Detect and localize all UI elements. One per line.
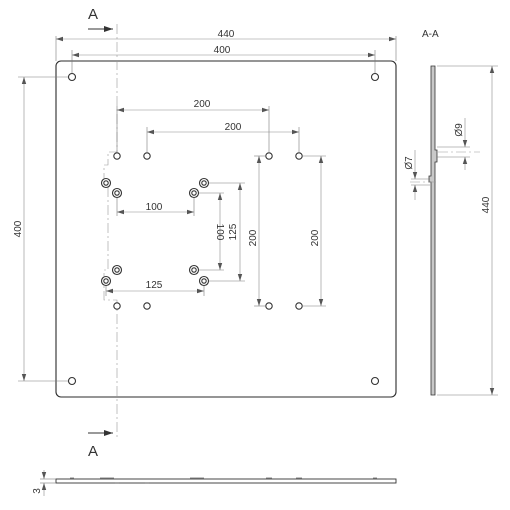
hole-200-h	[295, 302, 303, 310]
hole-100-top-right	[188, 187, 200, 199]
dim-100-v: 100	[214, 224, 225, 241]
hole-200-b	[143, 152, 151, 160]
dim-dia7: Ø7	[404, 156, 415, 170]
dim-440-width: 440	[218, 29, 235, 40]
edge-view: 3	[32, 470, 397, 496]
corner-hole-bottom-right	[370, 376, 380, 386]
hole-125-bottom-right	[198, 275, 210, 287]
dim-440-height: 440	[481, 196, 492, 213]
dim-200-upper: 200	[194, 99, 211, 110]
dim-100-h: 100	[146, 202, 163, 213]
section-title: A-A	[422, 29, 439, 40]
hole-100-top-left	[111, 187, 123, 199]
hole-200-c	[265, 152, 273, 160]
hole-200-d	[295, 152, 303, 160]
dim-thickness: 3	[32, 488, 43, 494]
hole-200-e	[113, 302, 121, 310]
hole-100-bottom-right	[188, 264, 200, 276]
front-view: A A 440 400 200 200 100 125	[13, 6, 397, 460]
section-label-top: A	[88, 6, 98, 23]
dim-dia9: Ø9	[454, 123, 465, 137]
dim-200-v-right: 200	[310, 229, 321, 246]
hole-125-top-left	[100, 177, 112, 189]
dim-400-h: 400	[214, 45, 231, 56]
hole-125-bottom-left	[100, 275, 112, 287]
hole-100-bottom-left	[111, 264, 123, 276]
plate-outline	[55, 60, 397, 398]
section-cut-line	[103, 24, 118, 440]
hole-125-top-right	[198, 177, 210, 189]
dim-125-h: 125	[146, 280, 163, 291]
dim-400-v: 400	[13, 220, 24, 237]
dim-125-v: 125	[228, 223, 239, 240]
corner-hole-bottom-left	[67, 376, 77, 386]
dim-200-lower: 200	[225, 122, 242, 133]
section-label-bottom: A	[88, 443, 98, 460]
section-view-aa: A-A Ø9 Ø7 440	[404, 29, 498, 396]
edge-plate	[55, 478, 397, 484]
corner-hole-top-right	[370, 72, 380, 82]
corner-hole-top-left	[67, 72, 77, 82]
hole-200-a	[113, 152, 121, 160]
hole-200-g	[265, 302, 273, 310]
section-plate	[428, 65, 438, 396]
hole-200-f	[143, 302, 151, 310]
dim-200-v-left: 200	[248, 229, 259, 246]
